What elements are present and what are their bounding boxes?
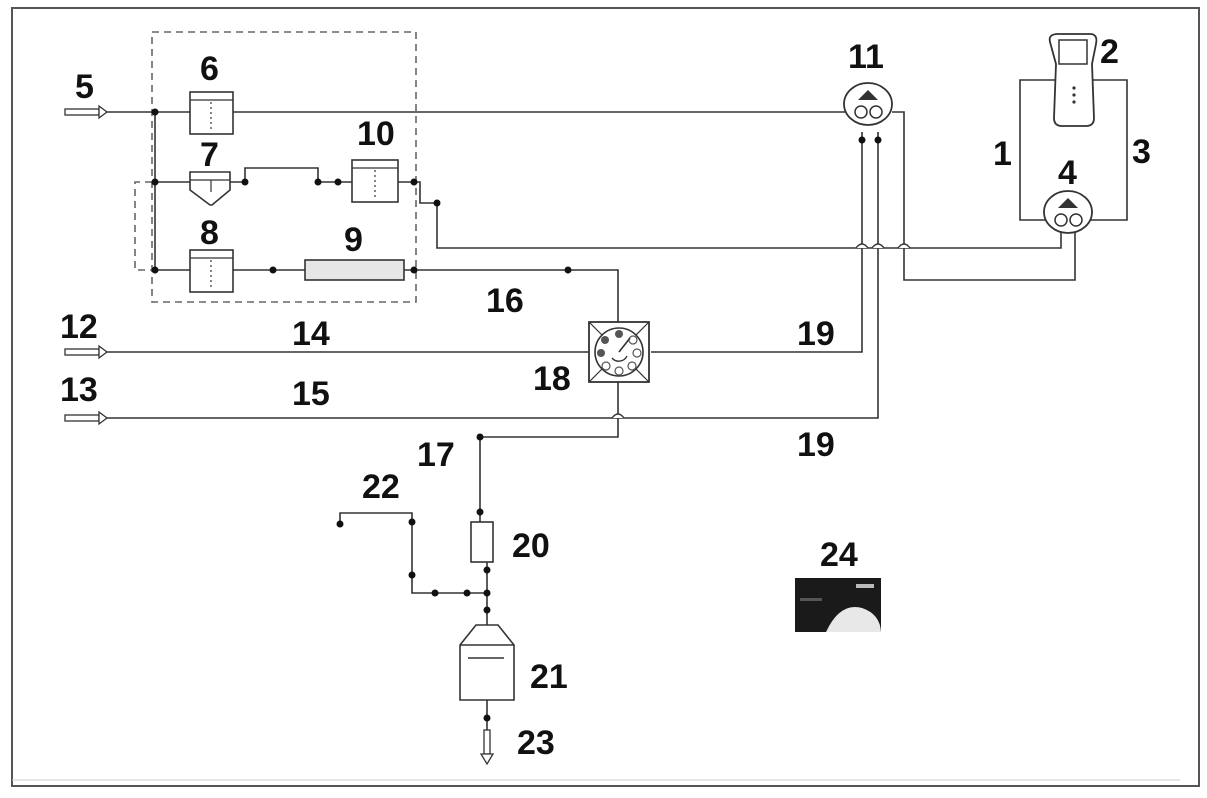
component-11-pump [843,82,893,126]
component-8-filter [189,249,234,293]
label-5: 5 [75,68,94,106]
line-7-to-10 [230,167,352,183]
component-4-pump [1043,190,1093,234]
label-9: 9 [344,221,363,259]
label-12: 12 [60,308,98,346]
label-14: 14 [292,315,330,353]
line-17 [479,382,619,522]
label-19-lower: 19 [797,426,835,464]
label-15: 15 [292,375,330,413]
component-18-rotary-valve [588,321,650,383]
line-19-lower [100,132,879,419]
label-11: 11 [848,38,884,76]
outlet-arrow-23 [479,729,495,766]
component-24-photo [795,578,881,632]
label-20: 20 [512,527,550,565]
line-3 [1090,79,1128,221]
label-22: 22 [362,468,400,506]
component-2-handheld [1048,33,1098,127]
label-7: 7 [200,136,219,174]
label-18: 18 [533,360,571,398]
dashed-enclosure [151,31,417,303]
junction-dots [151,108,882,722]
label-6: 6 [200,50,219,88]
inlet-arrow-13 [64,410,109,426]
label-24: 24 [820,536,858,574]
label-1: 1 [993,135,1012,173]
component-10-filter [351,159,399,203]
label-8: 8 [200,214,219,252]
line-11-to-4 [892,111,1076,281]
label-21: 21 [530,658,568,696]
component-20-filter [470,521,494,563]
label-10: 10 [357,115,395,153]
line-1 [1019,79,1055,221]
label-4: 4 [1058,154,1077,192]
component-21-vessel [459,624,515,701]
label-3: 3 [1132,133,1151,171]
label-13: 13 [60,371,98,409]
label-23: 23 [517,724,555,762]
component-9-tube [304,259,405,281]
label-16: 16 [486,282,524,320]
inlet-arrow-5 [64,104,109,120]
line-19-upper [651,132,863,353]
label-19-upper: 19 [797,315,835,353]
line-16 [404,269,619,322]
component-6-filter [189,91,234,135]
crossover-marks [611,243,911,419]
inlet-arrow-12 [64,344,109,360]
label-2: 2 [1100,33,1119,71]
component-7-separator [189,171,231,206]
outer-frame [11,7,1200,787]
dashed-link [134,181,152,271]
line-10-to-4 [398,181,1062,249]
label-17: 17 [417,436,455,474]
